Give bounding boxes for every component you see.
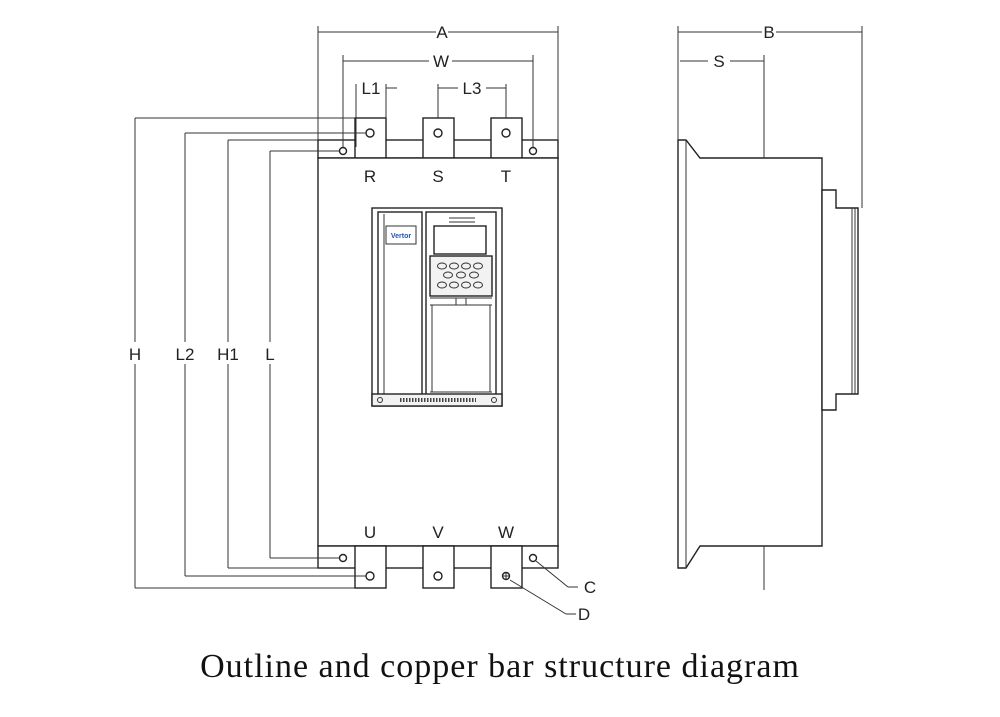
side-body — [677, 139, 823, 569]
dim-label-h1: H1 — [217, 345, 239, 364]
front-view: R S T U V W Vertor — [129, 23, 596, 624]
callout-label-d: D — [578, 605, 590, 624]
keypad-key — [437, 281, 447, 289]
keypad-key — [443, 271, 453, 279]
terminal-hole — [433, 128, 443, 138]
brand-logo: Vertor — [391, 233, 412, 240]
side-heatsink — [821, 189, 859, 411]
brand-logo-box — [385, 225, 417, 245]
dim-label-a: A — [436, 23, 448, 42]
diagram-caption: Outline and copper bar structure diagram — [200, 648, 800, 685]
keypad-key — [461, 281, 471, 289]
keypad-key — [449, 281, 459, 289]
keypad-key — [456, 271, 466, 279]
lcd-display — [433, 225, 487, 255]
terminal-t-bar — [490, 117, 523, 159]
keypad-key — [473, 262, 483, 270]
keypad — [429, 255, 493, 297]
terminal-hole — [433, 571, 443, 581]
keypad-key — [473, 281, 483, 289]
dim-label-l3: L3 — [463, 79, 482, 98]
terminal-label-t: T — [501, 167, 511, 186]
dim-label-l1: L1 — [362, 79, 381, 98]
keypad-key — [469, 271, 479, 279]
keypad-key — [437, 262, 447, 270]
mounting-hole — [338, 146, 348, 156]
mounting-hole — [528, 553, 538, 563]
terminal-label-v: V — [432, 523, 444, 542]
terminal-label-s: S — [432, 167, 443, 186]
mounting-hole — [528, 146, 538, 156]
dim-label-w: W — [433, 52, 449, 71]
terminal-s-bar — [422, 117, 455, 159]
terminal-r-bar — [354, 117, 387, 159]
keypad-key — [461, 262, 471, 270]
terminal-w-bar — [490, 545, 523, 589]
control-panel: Vertor — [371, 207, 503, 407]
terminal-v-bar — [422, 545, 455, 589]
keypad-key — [449, 262, 459, 270]
terminal-label-u: U — [364, 523, 376, 542]
dim-label-b: B — [763, 23, 774, 42]
terminal-u-bar — [354, 545, 387, 589]
terminal-hole — [501, 128, 511, 138]
terminal-label-r: R — [364, 167, 376, 186]
panel-left-cover — [377, 211, 423, 399]
callout-label-c: C — [584, 578, 596, 597]
dim-label-l: L — [265, 345, 274, 364]
side-view: B S — [677, 23, 863, 590]
terminal-label-w: W — [498, 523, 514, 542]
dim-label-l2: L2 — [176, 345, 195, 364]
mounting-hole — [338, 553, 348, 563]
dim-label-h: H — [129, 345, 141, 364]
dim-label-s: S — [713, 52, 724, 71]
